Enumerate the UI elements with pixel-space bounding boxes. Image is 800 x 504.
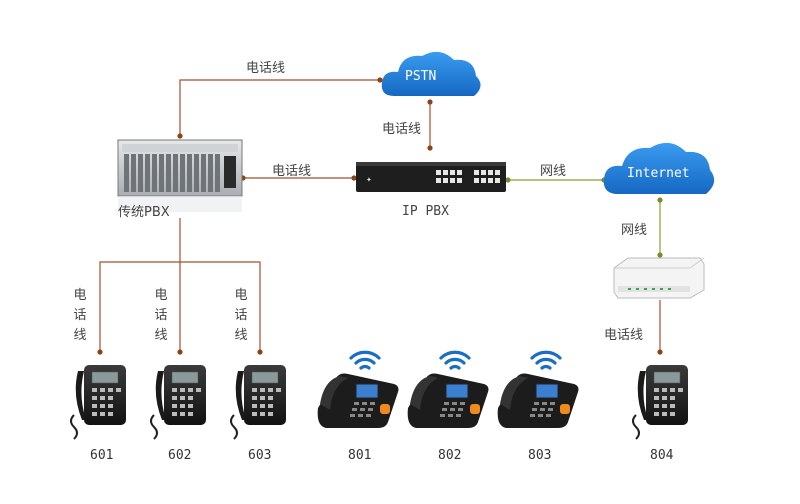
ip-pbx-label: IP PBX xyxy=(402,204,449,219)
legacy-pbx-label: 传统PBX xyxy=(118,205,170,220)
internet-cloud-icon xyxy=(603,142,715,194)
internet-label: Internet xyxy=(627,166,690,181)
ip-phone-802-icon xyxy=(407,373,489,429)
desk-phone-804-icon xyxy=(632,364,689,440)
legacy-pbx-rack-icon xyxy=(117,139,243,212)
extension-804: 804 xyxy=(650,448,674,463)
link-label-internet-router: 网线 xyxy=(621,223,648,238)
line-to-603 xyxy=(180,261,261,352)
pstn-cloud-icon xyxy=(381,51,481,96)
connection-dots xyxy=(97,77,663,355)
ip-pbx-device-icon: ✦ xyxy=(356,162,506,192)
desk-phone-601-icon xyxy=(70,364,127,440)
link-label-pstn-ippbx: 电话线 xyxy=(382,122,422,137)
extension-602: 602 xyxy=(168,448,192,463)
network-lines xyxy=(508,179,661,255)
link-label-legacy-pstn: 电话线 xyxy=(246,61,286,76)
ip-phone-803-icon xyxy=(497,373,579,429)
wifi-icon xyxy=(439,350,471,370)
extension-802: 802 xyxy=(438,448,462,463)
gateway-router-icon xyxy=(613,257,705,299)
extension-803: 803 xyxy=(528,448,552,463)
desk-phone-603-icon xyxy=(230,364,287,440)
link-label-legacy-ippbx: 电话线 xyxy=(272,164,312,179)
ip-phone-801-icon xyxy=(317,373,399,429)
link-label-ippbx-internet: 网线 xyxy=(540,164,567,179)
wifi-icon xyxy=(349,350,381,370)
line-legacy-to-pstn xyxy=(179,79,380,136)
line-to-601 xyxy=(99,261,180,352)
link-label-602: 电话线 xyxy=(154,288,168,343)
link-label-601: 电话线 xyxy=(73,288,87,343)
svg-text:✦: ✦ xyxy=(366,176,372,184)
extension-603: 603 xyxy=(248,448,272,463)
pstn-label: PSTN xyxy=(405,69,437,84)
extension-801: 801 xyxy=(348,448,372,463)
wifi-icon xyxy=(530,350,562,370)
connection-lines xyxy=(99,79,661,352)
link-label-router-804: 电话线 xyxy=(604,328,644,343)
extension-601: 601 xyxy=(90,448,114,463)
desk-phone-602-icon xyxy=(150,364,207,440)
link-label-603: 电话线 xyxy=(234,288,248,343)
